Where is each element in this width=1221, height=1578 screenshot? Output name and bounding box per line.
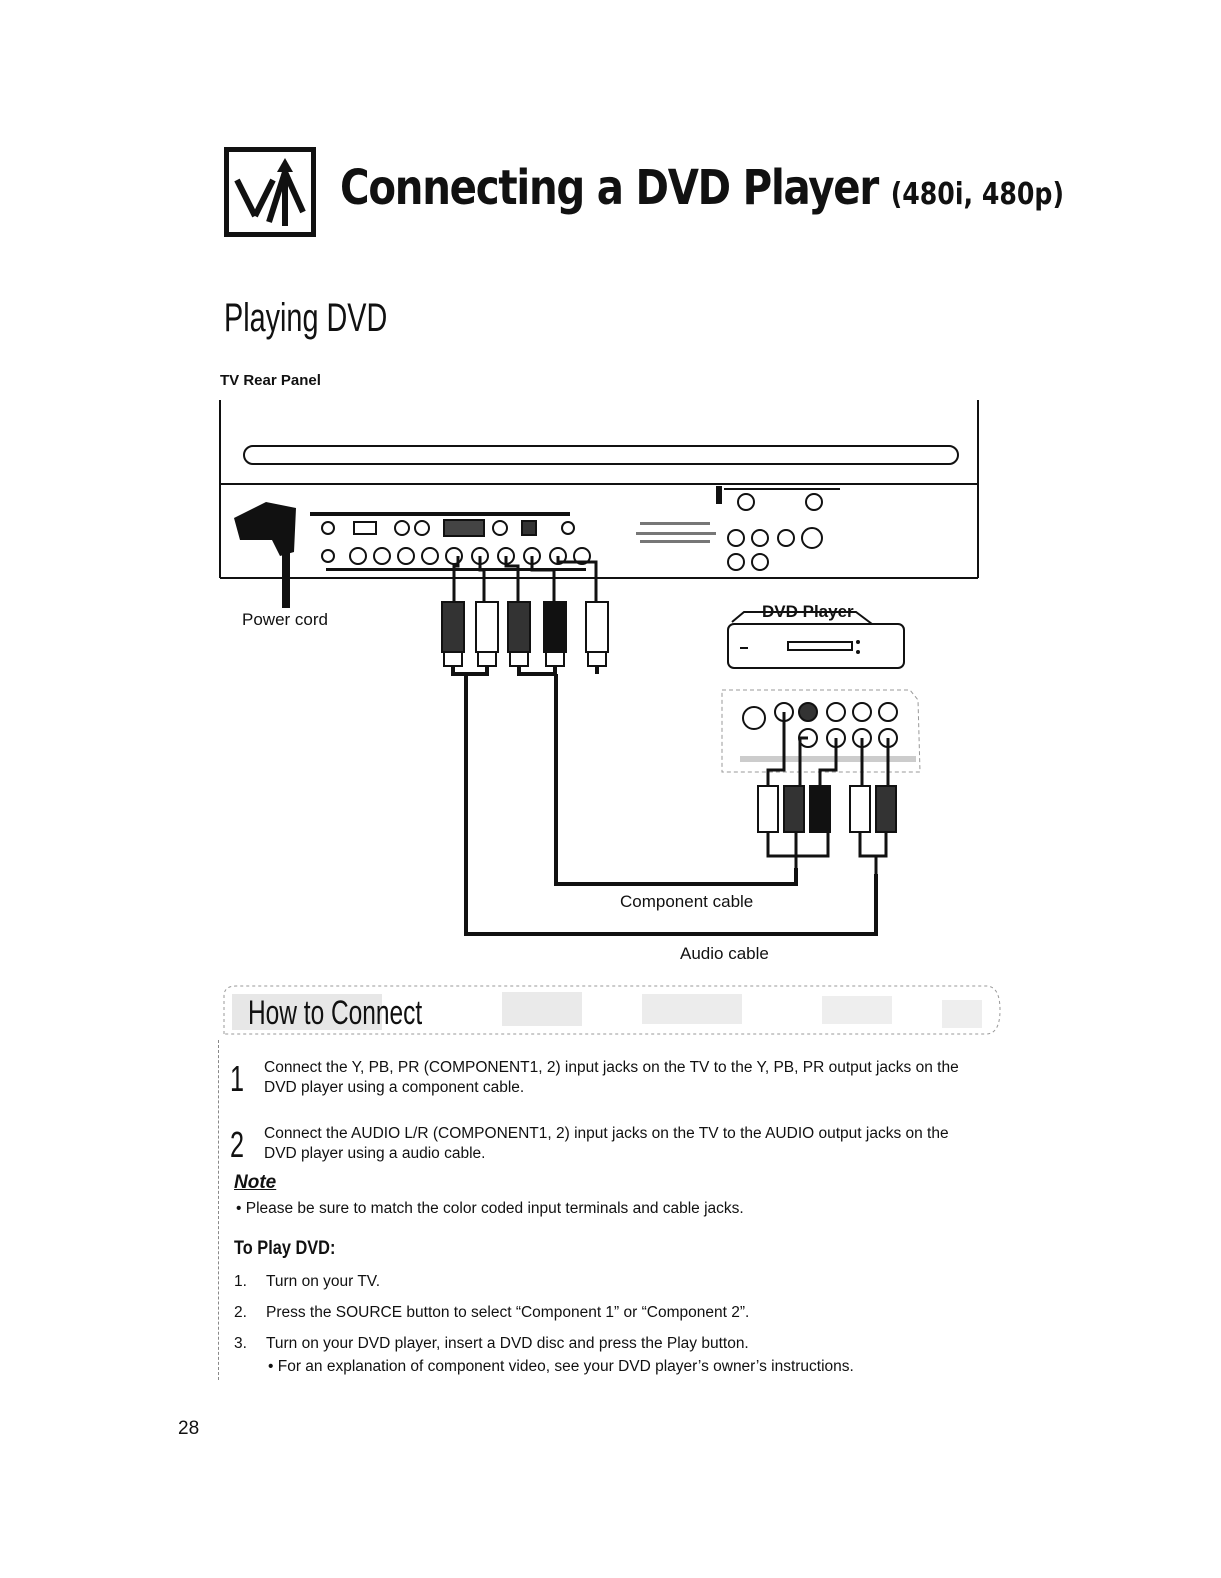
input-arrows-icon — [224, 147, 316, 237]
page-title: Connecting a DVD Player (480i, 480p) — [340, 160, 1064, 216]
list-item: 2. Press the SOURCE button to select “Com… — [234, 1303, 749, 1334]
list-item-number: 1. — [234, 1273, 247, 1290]
audio-cable-label: Audio cable — [680, 944, 769, 963]
step-number: 1 — [230, 1058, 245, 1099]
connection-diagram: Power cord DVD Player Component cable Au… — [210, 390, 1010, 980]
list-item: 3. Turn on your DVD player, insert a DVD … — [234, 1334, 749, 1365]
play-sub-note: • For an explanation of component video,… — [268, 1358, 854, 1375]
list-item: 1. Turn on your TV. — [234, 1272, 749, 1303]
list-item-text: Turn on your TV. — [266, 1273, 381, 1290]
step-text: Connect the AUDIO L/R (COMPONENT1, 2) in… — [264, 1125, 949, 1162]
component-cable-label: Component cable — [620, 892, 754, 911]
connect-step-1: 1 Connect the Y, PB, PR (COMPONENT1, 2) … — [230, 1058, 990, 1102]
step-text: Connect the Y, PB, PR (COMPONENT1, 2) in… — [264, 1059, 959, 1096]
to-play-dvd-heading: To Play DVD: — [234, 1238, 336, 1259]
list-item-text: Press the SOURCE button to select “Compo… — [266, 1304, 750, 1321]
page-title-suffix: (480i, 480p) — [890, 177, 1064, 212]
step-number: 2 — [230, 1124, 245, 1165]
play-steps-list: 1. Turn on your TV. 2. Press the SOURCE bu… — [234, 1272, 749, 1365]
list-item-text: Turn on your DVD player, insert a DVD di… — [266, 1335, 749, 1352]
connect-step-2: 2 Connect the AUDIO L/R (COMPONENT1, 2) … — [230, 1124, 990, 1168]
list-item-number: 2. — [234, 1304, 247, 1321]
left-divider — [218, 1040, 220, 1380]
diagram-illustration — [219, 400, 979, 936]
power-cord-label: Power cord — [242, 610, 328, 629]
how-to-connect-title: How to Connect — [248, 994, 423, 1032]
dvd-player-label: DVD Player — [762, 602, 854, 621]
note-text: • Please be sure to match the color code… — [236, 1200, 744, 1217]
list-item-number: 3. — [234, 1335, 247, 1352]
section-title: Playing DVD — [224, 296, 388, 340]
page-number: 28 — [178, 1418, 200, 1439]
tv-rear-panel-label: TV Rear Panel — [220, 372, 321, 389]
note-heading: Note — [234, 1172, 277, 1193]
how-to-connect-band — [223, 985, 1001, 1035]
